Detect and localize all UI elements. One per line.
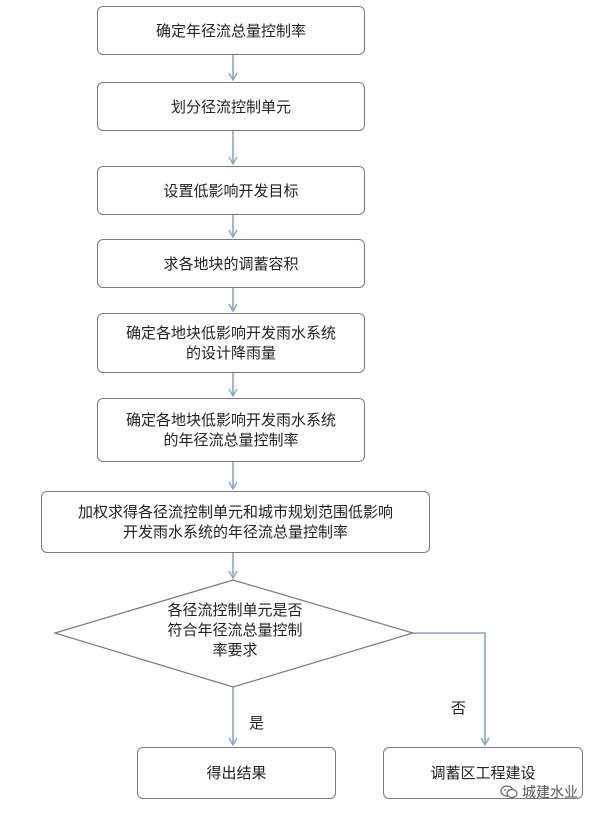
step-label-line1: 确定各地块低影响开发雨水系统: [125, 411, 336, 429]
step-annual-runoff-control-rate: 确定年径流总量控制率: [97, 6, 365, 55]
no-branch-label: 否: [451, 699, 467, 717]
decision-line1: 各径流控制单元是否: [167, 601, 303, 619]
step-label-line1: 加权求得各径流控制单元和城市规划范围低影响: [77, 503, 393, 521]
decision-line2: 符合年径流总量控制: [167, 621, 303, 639]
wechat-icon: [500, 785, 518, 799]
step-label: 划分径流控制单元: [170, 97, 291, 116]
outcome-label: 得出结果: [206, 764, 267, 782]
watermark-text: 城建水业: [522, 785, 578, 801]
outcome-storage-construction: 调蓄区工程建设: [383, 747, 583, 799]
arrow-decision-no: [413, 632, 490, 747]
outcome-result: 得出结果: [137, 747, 336, 799]
step-label-line2: 开发雨水系统的年径流总量控制率: [122, 523, 348, 541]
step-label-line2: 的设计降雨量: [185, 344, 276, 362]
watermark: 城建水业: [500, 781, 578, 803]
step-weighted-control-rate: 加权求得各径流控制单元和城市规划范围低影响 开发雨水系统的年径流总量控制率: [41, 491, 430, 553]
step-divide-control-units: 划分径流控制单元: [97, 82, 365, 131]
step-set-lid-targets: 设置低影响开发目标: [97, 166, 365, 215]
step-storage-volume: 求各地块的调蓄容积: [97, 239, 365, 288]
step-label: 确定年径流总量控制率: [155, 21, 306, 40]
yes-branch-label: 是: [249, 714, 265, 732]
decision-text: 各径流控制单元是否 符合年径流总量控制 率要求: [120, 600, 350, 660]
step-plot-control-rate: 确定各地块低影响开发雨水系统 的年径流总量控制率: [97, 398, 365, 462]
decision-line3: 率要求: [212, 641, 258, 659]
decision-diamond: [52, 579, 416, 688]
step-label: 设置低影响开发目标: [163, 181, 299, 200]
outcome-label: 调蓄区工程建设: [430, 764, 536, 782]
step-label-line1: 确定各地块低影响开发雨水系统: [125, 324, 336, 342]
step-label-line2: 的年径流总量控制率: [163, 431, 299, 449]
step-design-rainfall: 确定各地块低影响开发雨水系统 的设计降雨量: [97, 313, 365, 373]
step-label: 求各地块的调蓄容积: [163, 254, 299, 273]
